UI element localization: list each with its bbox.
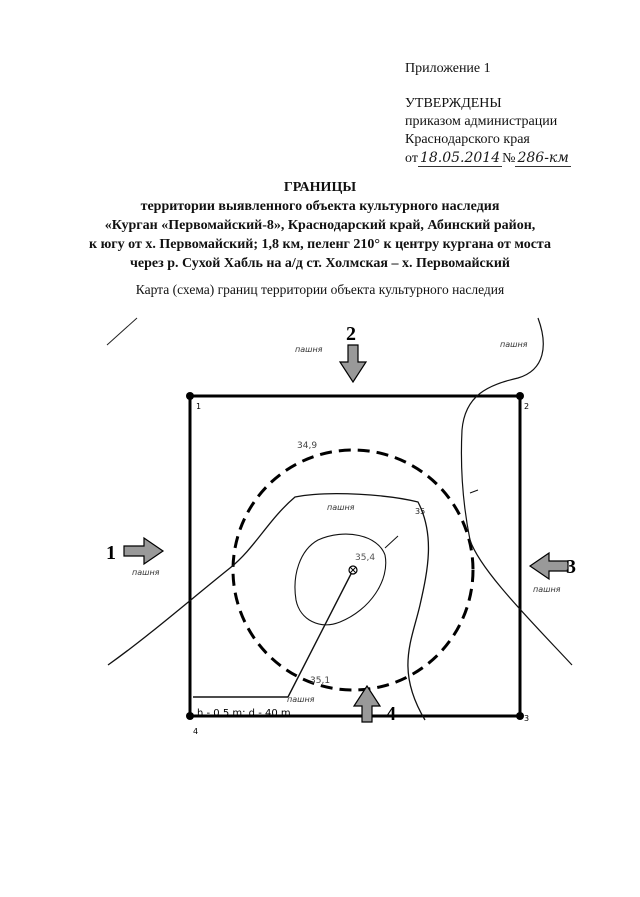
contour-line-35 [107,492,430,721]
title-line-3: «Курган «Первомайский-8», Краснодарский … [104,218,536,233]
view-arrow-3: 3 [528,551,576,581]
arrow-label-3: 3 [566,556,576,578]
corner-label-2: 2 [524,402,529,411]
elevation-label-35: 35 [415,507,425,516]
map-subtitle: Карта (схема) границ территории объекта … [135,282,505,297]
approval-block: УТВЕРЖДЕНЫ приказом администрации Красно… [405,95,571,168]
elevation-label-35-4: 35,4 [355,553,375,563]
date-prefix: от [405,151,418,166]
mound-center-cross-b [349,566,357,574]
stray-line [106,317,138,346]
handwritten-date: 18.05.2014 [417,150,503,167]
arrow-label-2: 2 [346,323,356,345]
land-label-center: пашня [327,503,355,512]
arrow-label-1: 1 [106,542,116,564]
number-prefix: № [502,151,516,166]
arrow-3-icon [528,551,569,581]
elevation-label-35-1: 35,1 [310,676,330,686]
approved-title: УТВЕРЖДЕНЫ [405,96,502,111]
arrow-1-icon [123,536,165,566]
stream-tick [469,489,479,494]
handwritten-number: 286-км [515,150,571,167]
view-arrow-1: 1 [106,536,165,566]
protection-zone-circle [231,448,475,692]
stream-line [460,317,573,666]
corner-point-3 [516,712,524,720]
land-label-bottom: пашня [287,695,315,704]
land-label-right: пашня [533,585,561,594]
corner-point-1 [186,392,194,400]
appendix-label: Приложение 1 [405,61,491,76]
land-label-top-right: пашня [500,340,528,349]
approved-line-administration: приказом администрации [405,114,558,129]
arrow-2-icon [338,344,368,384]
corner-point-4 [186,712,194,720]
title-line-5: через р. Сухой Хабль на а/д ст. Холмская… [130,256,510,271]
corner-point-2 [516,392,524,400]
corner-label-4: 4 [193,727,198,736]
bearing-line [287,569,354,698]
arrow-4-icon [352,684,382,723]
title-line-1: ГРАНИЦЫ [283,180,357,195]
view-arrow-4: 4 [352,684,396,725]
territory-boundary [188,394,522,718]
land-label-left: пашня [132,568,160,577]
title-line-4: к югу от х. Первомайский; 1,8 км, пеленг… [89,237,551,252]
view-arrow-2: 2 [338,323,368,384]
corner-label-1: 1 [196,402,201,411]
corner-label-3: 3 [524,714,529,723]
contour-tick [384,535,399,549]
approved-line-region: Краснодарского края [405,132,530,147]
title-line-2: территории выявленного объекта культурно… [140,199,500,214]
document-title: ГРАНИЦЫ территории выявленного объекта к… [0,178,640,273]
land-label-top: пашня [295,345,323,354]
scale-text: h - 0,5 m; d - 40 m [197,708,291,719]
elevation-label-34-9: 34,9 [297,441,317,451]
arrow-label-4: 4 [386,703,396,725]
contour-line-inner [294,533,387,626]
